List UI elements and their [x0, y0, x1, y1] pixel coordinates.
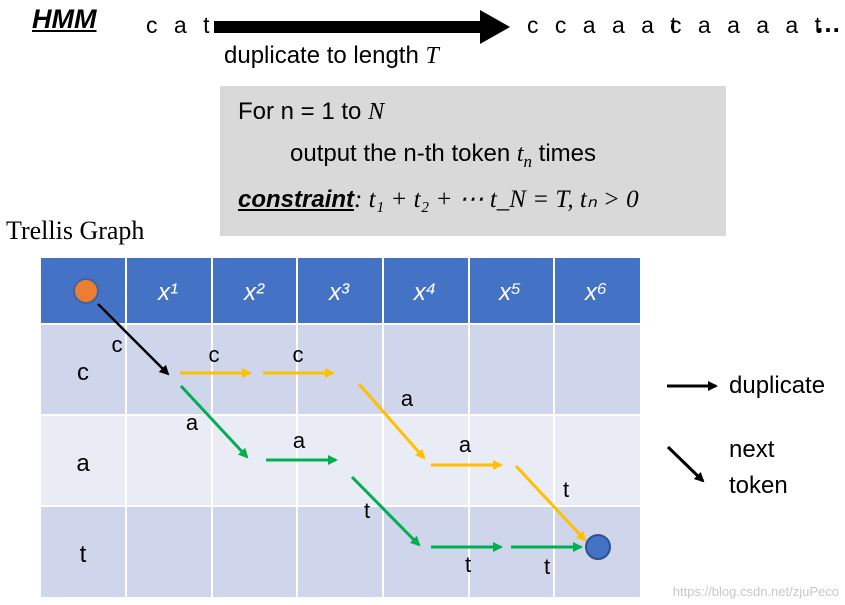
column-header-x6: x⁶ — [584, 279, 607, 306]
column-header-x5: x⁵ — [498, 279, 521, 306]
trellis-grid-lines — [41, 258, 640, 597]
ellipsis: … — [815, 8, 841, 38]
edge-label-a-2: a — [293, 428, 306, 453]
edge-label-c-2: c — [293, 342, 304, 367]
start-edge — [97, 303, 170, 376]
body-var: t — [516, 141, 524, 167]
trellis-row-t — [41, 506, 640, 597]
start-node — [73, 278, 99, 304]
edge-label-t-1: t — [364, 498, 370, 523]
duplicate-caption-var: T — [425, 43, 439, 69]
row-label-a: a — [76, 450, 90, 477]
body-sub: n — [523, 151, 533, 171]
row-label-t: t — [80, 541, 87, 568]
constraint-formula: : t₁ + t₂ + ⋯ t_N = T, tₙ > 0 — [354, 186, 639, 213]
edge-label-t-2: t — [563, 477, 569, 502]
edge-label-c-1: c — [209, 342, 220, 367]
edge-label-a-4: a — [459, 432, 472, 457]
column-header-x1: x¹ — [157, 279, 178, 306]
duplicate-arrow-icon — [214, 10, 510, 44]
constraint-label: constraint — [238, 186, 355, 213]
edge-label-a-3: a — [401, 386, 414, 411]
loop-line: For n = 1 to N — [238, 98, 384, 126]
duplicate-caption: duplicate to length T — [224, 42, 439, 70]
legend-next-token-arrow-icon — [666, 445, 705, 483]
output-sequence-1: c c a a a t — [527, 12, 682, 38]
watermark: https://blog.csdn.net/zjuPeco — [672, 584, 839, 599]
constraint-line: constraint: t₁ + t₂ + ⋯ t_N = T, tₙ > 0 — [238, 184, 639, 214]
algorithm-box: For n = 1 to N output the n-th token tn … — [220, 86, 726, 236]
edge-label-a-1: a — [186, 410, 199, 435]
yellow-edge-3 — [357, 383, 426, 460]
edge-label-c-start: c — [112, 332, 123, 357]
column-header-x2: x² — [243, 279, 265, 306]
hmm-title: HMM — [32, 4, 97, 34]
body-text: output the n-th token — [290, 140, 517, 167]
output-sequence-2: c a a a a t — [670, 12, 827, 38]
edge-label-t-4: t — [544, 554, 550, 579]
legend-token-label: token — [729, 472, 788, 499]
edge-label-t-3: t — [465, 552, 471, 577]
column-header-x4: x⁴ — [413, 279, 436, 306]
yellow-edge-5 — [514, 464, 587, 542]
column-header-x3: x³ — [328, 279, 350, 306]
green-edge-3 — [350, 475, 421, 547]
end-node — [585, 534, 611, 560]
input-sequence: c a t — [146, 12, 215, 38]
trellis-header-row — [41, 258, 640, 324]
duplicate-caption-text: duplicate to length — [224, 42, 419, 69]
loop-prefix: For n = 1 to — [238, 98, 369, 125]
trellis-row-c — [41, 324, 640, 415]
loop-var: N — [368, 99, 385, 125]
body-line: output the n-th token tn times — [290, 140, 596, 172]
green-edge-1 — [179, 384, 249, 459]
legend-duplicate-label: duplicate — [729, 372, 826, 399]
row-label-c: c — [77, 359, 89, 386]
body-suffix: times — [532, 140, 597, 167]
trellis-row-a — [41, 415, 640, 506]
trellis-title: Trellis Graph — [6, 216, 145, 245]
legend-next-label: next — [729, 436, 775, 463]
